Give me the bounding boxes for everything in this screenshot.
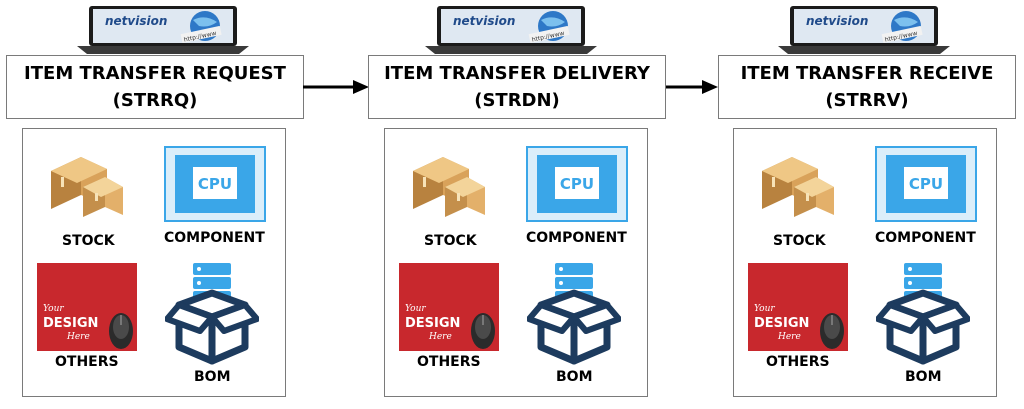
stock-label: STOCK <box>62 233 115 249</box>
cpu-text: CPU <box>560 175 594 193</box>
others-design-icon: Your DESIGN Here <box>748 263 848 351</box>
items-box-receive: STOCK CPU COMPONENT Your DESIGN Here OTH… <box>733 128 997 397</box>
stage-request-code: (STRRQ) <box>112 90 198 111</box>
others-design-icon: Your DESIGN Here <box>37 263 137 351</box>
stage-receive-code: (STRRV) <box>825 90 909 111</box>
component-label: COMPONENT <box>875 230 976 246</box>
flow-arrow-2 <box>666 80 718 94</box>
stock-boxes-icon <box>413 157 485 217</box>
laptop-netvision-icon: netvision http://www <box>425 6 597 54</box>
laptop-netvision-icon: netvision http://www <box>778 6 950 54</box>
brand-name: netvision <box>105 14 167 28</box>
stock-label: STOCK <box>424 233 477 249</box>
others-label: OTHERS <box>417 354 481 370</box>
bom-server-box-icon <box>527 263 621 365</box>
cpu-icon: CPU <box>526 146 628 222</box>
bom-server-box-icon <box>165 263 259 365</box>
stage-receive-title: ITEM TRANSFER RECEIVE <box>740 63 994 84</box>
bom-server-box-icon <box>876 263 970 365</box>
design-here-text: Here <box>66 332 90 342</box>
cpu-icon: CPU <box>875 146 977 222</box>
cpu-icon: CPU <box>164 146 266 222</box>
others-label: OTHERS <box>766 354 830 370</box>
design-here-text: Here <box>428 332 452 342</box>
laptop-netvision-icon: netvision http://www <box>77 6 249 54</box>
cpu-text: CPU <box>198 175 232 193</box>
stock-label: STOCK <box>773 233 826 249</box>
cpu-text: CPU <box>909 175 943 193</box>
others-label: OTHERS <box>55 354 119 370</box>
brand-name: netvision <box>453 14 515 28</box>
component-label: COMPONENT <box>164 230 265 246</box>
brand-name: netvision <box>806 14 868 28</box>
items-box-delivery: STOCK CPU COMPONENT Your DESIGN Here OTH… <box>384 128 648 397</box>
design-main-text: DESIGN <box>43 316 98 331</box>
items-box-request: STOCK CPU COMPONENT Your DESIGN Here OTH… <box>22 128 286 397</box>
design-your-text: Your <box>754 304 775 314</box>
design-your-text: Your <box>43 304 64 314</box>
bom-label: BOM <box>556 369 593 385</box>
design-your-text: Your <box>405 304 426 314</box>
stage-delivery-code: (STRDN) <box>474 90 560 111</box>
design-main-text: DESIGN <box>754 316 809 331</box>
design-here-text: Here <box>777 332 801 342</box>
component-label: COMPONENT <box>526 230 627 246</box>
stage-request-title: ITEM TRANSFER REQUEST <box>24 63 286 84</box>
stage-delivery-title: ITEM TRANSFER DELIVERY <box>384 63 650 84</box>
stage-receive-box: ITEM TRANSFER RECEIVE (STRRV) <box>718 55 1016 119</box>
others-design-icon: Your DESIGN Here <box>399 263 499 351</box>
flow-arrow-1 <box>303 80 369 94</box>
stock-boxes-icon <box>762 157 834 217</box>
stock-boxes-icon <box>51 157 123 217</box>
bom-label: BOM <box>905 369 942 385</box>
bom-label: BOM <box>194 369 231 385</box>
stage-delivery-box: ITEM TRANSFER DELIVERY (STRDN) <box>368 55 666 119</box>
design-main-text: DESIGN <box>405 316 460 331</box>
stage-request-box: ITEM TRANSFER REQUEST (STRRQ) <box>6 55 304 119</box>
